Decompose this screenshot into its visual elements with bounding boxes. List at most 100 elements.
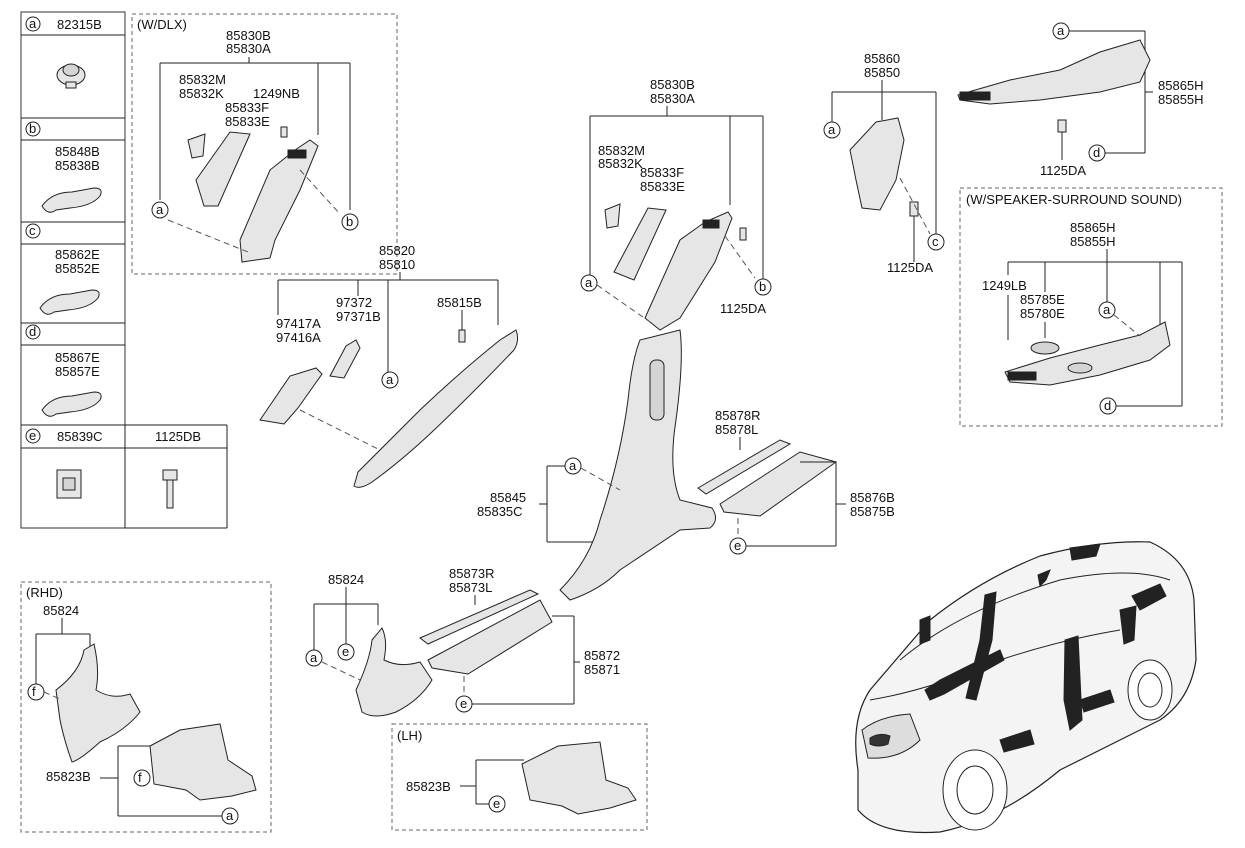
svg-text:85830A: 85830A xyxy=(226,41,271,56)
svg-text:85832M: 85832M xyxy=(179,72,226,87)
legend-a-part: 82315B xyxy=(57,17,102,32)
svg-text:85832K: 85832K xyxy=(598,156,643,171)
svg-text:85832K: 85832K xyxy=(179,86,224,101)
svg-text:b: b xyxy=(759,279,766,294)
svg-text:85815B: 85815B xyxy=(437,295,482,310)
svg-text:e: e xyxy=(734,538,741,553)
svg-text:85820: 85820 xyxy=(379,243,415,258)
legend-b-part2: 85838B xyxy=(55,158,100,173)
svg-text:85850: 85850 xyxy=(864,65,900,80)
svg-text:85873R: 85873R xyxy=(449,566,495,581)
svg-text:85871: 85871 xyxy=(584,662,620,677)
svg-text:85855H: 85855H xyxy=(1158,92,1204,107)
group-c-pillar: 85860 85850 1125DA a c xyxy=(823,51,945,275)
svg-text:85785E: 85785E xyxy=(1020,292,1065,307)
svg-text:a: a xyxy=(828,122,836,137)
svg-text:1125DA: 1125DA xyxy=(1040,163,1086,178)
svg-text:85865H: 85865H xyxy=(1158,78,1204,93)
legend-a-letter: a xyxy=(29,16,37,31)
car-illustration xyxy=(855,541,1197,834)
legend-b-part1: 85848B xyxy=(55,144,100,159)
legend-d-part1: 85867E xyxy=(55,350,100,365)
svg-text:c: c xyxy=(932,234,939,249)
group-b-pillar-upper: 85830B 85830A 85832M 85832K 85833F 85833… xyxy=(580,77,772,331)
svg-text:85832M: 85832M xyxy=(598,143,645,158)
group-lh-label: (LH) xyxy=(397,728,422,743)
legend-c-letter: c xyxy=(29,223,36,238)
legend-e-part: 85839C xyxy=(57,429,103,444)
svg-text:85823B: 85823B xyxy=(46,769,91,784)
clip-icon xyxy=(39,289,100,315)
svg-text:85878L: 85878L xyxy=(715,422,758,437)
svg-text:85833E: 85833E xyxy=(640,179,685,194)
svg-text:a: a xyxy=(310,650,318,665)
svg-text:1249NB: 1249NB xyxy=(253,86,300,101)
bolt-icon xyxy=(162,469,178,509)
svg-text:85875B: 85875B xyxy=(850,504,895,519)
group-rhd: (RHD) 85824 f 85823B f a xyxy=(20,581,272,833)
svg-text:a: a xyxy=(1103,302,1111,317)
legend-table: a 82315B b 85848B 85838B c 85862E 85852E… xyxy=(20,11,228,529)
svg-text:85823B: 85823B xyxy=(406,779,451,794)
svg-text:85833F: 85833F xyxy=(225,100,269,115)
svg-text:e: e xyxy=(342,644,349,659)
svg-text:a: a xyxy=(585,275,593,290)
svg-text:85833E: 85833E xyxy=(225,114,270,129)
legend-d-letter: d xyxy=(29,324,36,339)
svg-text:85876B: 85876B xyxy=(850,490,895,505)
svg-text:85810: 85810 xyxy=(379,257,415,272)
group-front-scuff: 85873R 85873L 85872 85871 e xyxy=(419,566,620,713)
svg-text:a: a xyxy=(1057,23,1065,38)
svg-text:85845: 85845 xyxy=(490,490,526,505)
retainer-icon xyxy=(56,469,82,499)
group-kick: 85824 a e xyxy=(305,572,433,717)
svg-text:85824: 85824 xyxy=(328,572,364,587)
svg-text:1125DA: 1125DA xyxy=(720,301,766,316)
svg-text:e: e xyxy=(460,696,467,711)
svg-text:1249LB: 1249LB xyxy=(982,278,1027,293)
group-dlx-label: (W/DLX) xyxy=(137,17,187,32)
svg-text:d: d xyxy=(1104,398,1111,413)
svg-text:97416A: 97416A xyxy=(276,330,321,345)
svg-text:97371B: 97371B xyxy=(336,309,381,324)
svg-text:b: b xyxy=(346,214,353,229)
group-dlx: (W/DLX) 85830B 85830A 85832M 85832K 1249… xyxy=(131,13,398,275)
svg-text:f: f xyxy=(32,684,36,699)
legend-d-part2: 85857E xyxy=(55,364,100,379)
group-d-pillar: a 85865H 85855H 1125DA d xyxy=(957,22,1204,178)
svg-text:a: a xyxy=(156,202,164,217)
svg-text:85780E: 85780E xyxy=(1020,306,1065,321)
svg-text:85830A: 85830A xyxy=(650,91,695,106)
svg-text:97372: 97372 xyxy=(336,295,372,310)
clip-icon xyxy=(56,63,86,89)
group-rhd-label: (RHD) xyxy=(26,585,63,600)
svg-text:85824: 85824 xyxy=(43,603,79,618)
legend-b-letter: b xyxy=(29,121,36,136)
svg-text:1125DA: 1125DA xyxy=(887,260,933,275)
group-rear-scuff: 85878R 85878L 85876B 85875B e xyxy=(697,408,895,555)
svg-text:85872: 85872 xyxy=(584,648,620,663)
legend-e2-part: 1125DB xyxy=(155,429,201,444)
svg-text:a: a xyxy=(569,458,577,473)
svg-text:d: d xyxy=(1093,145,1100,160)
clip-icon xyxy=(41,391,102,417)
svg-text:85878R: 85878R xyxy=(715,408,761,423)
group-b-pillar-lower: a 85845 85835C xyxy=(477,329,716,601)
svg-text:e: e xyxy=(493,796,500,811)
group-speaker-label: (W/SPEAKER-SURROUND SOUND) xyxy=(966,192,1182,207)
svg-text:85830B: 85830B xyxy=(650,77,695,92)
svg-text:f: f xyxy=(138,770,142,785)
svg-text:85873L: 85873L xyxy=(449,580,492,595)
group-speaker: (W/SPEAKER-SURROUND SOUND) 85865H 85855H… xyxy=(959,187,1223,427)
svg-text:85860: 85860 xyxy=(864,51,900,66)
svg-text:85833F: 85833F xyxy=(640,165,684,180)
group-lh: (LH) 85823B e xyxy=(391,723,648,831)
legend-e-letter: e xyxy=(29,428,36,443)
legend-c-part1: 85862E xyxy=(55,247,100,262)
clip-icon xyxy=(41,187,102,213)
svg-text:85830B: 85830B xyxy=(226,28,271,43)
svg-text:97417A: 97417A xyxy=(276,316,321,331)
svg-text:85855H: 85855H xyxy=(1070,234,1116,249)
legend-c-part2: 85852E xyxy=(55,261,100,276)
